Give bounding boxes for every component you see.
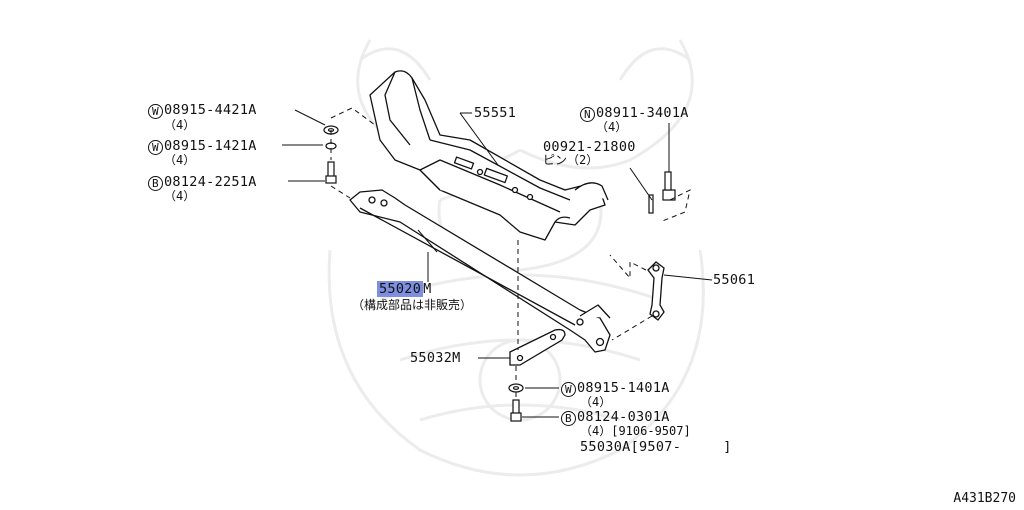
quantity: （4） (164, 118, 196, 132)
part-number: 08124-2251A (164, 174, 257, 190)
quantity: （4） (164, 153, 196, 167)
diagram-id: A431B270 (953, 491, 1016, 506)
leader-lines (282, 109, 713, 418)
hardware (323, 125, 676, 422)
part-label-pin[interactable]: 00921-21800 (543, 139, 636, 155)
crossmember-55551 (369, 70, 609, 241)
quantity: （4） (580, 395, 612, 409)
pin-description: ピン（2） (543, 153, 599, 167)
part-suffix: M (423, 281, 432, 297)
plate-55032m (509, 328, 566, 366)
bolt-badge-icon: B (561, 411, 576, 426)
part-number: 08911-3401A (596, 105, 689, 121)
washer-badge-icon: W (148, 140, 163, 155)
washer-badge-icon: W (148, 104, 163, 119)
part-number: 08915-1401A (577, 380, 670, 396)
part-number: 08915-4421A (164, 102, 257, 118)
washer-badge-icon: W (561, 382, 576, 397)
part-label-55061[interactable]: 55061 (713, 272, 756, 288)
part-label-55030a[interactable]: 55030A[9507- ] (580, 439, 732, 455)
part-number: 08124-0301A (577, 409, 670, 425)
not-sold-note: （構成部品は非販売） (352, 298, 473, 312)
dashed-lines (330, 107, 691, 398)
nut-badge-icon: N (580, 107, 595, 122)
link-55061 (647, 261, 665, 321)
quantity: （4） (596, 120, 628, 134)
brace-55020m (349, 189, 611, 353)
quantity-date-range: （4）[9106-9507] (580, 424, 691, 438)
part-number: 08915-1421A (164, 138, 257, 154)
quantity: （4） (164, 189, 196, 203)
part-label-55032m[interactable]: 55032M (410, 350, 461, 366)
highlighted-part-number: 55020 (377, 281, 424, 297)
bolt-badge-icon: B (148, 176, 163, 191)
part-label-55551[interactable]: 55551 (474, 105, 517, 121)
